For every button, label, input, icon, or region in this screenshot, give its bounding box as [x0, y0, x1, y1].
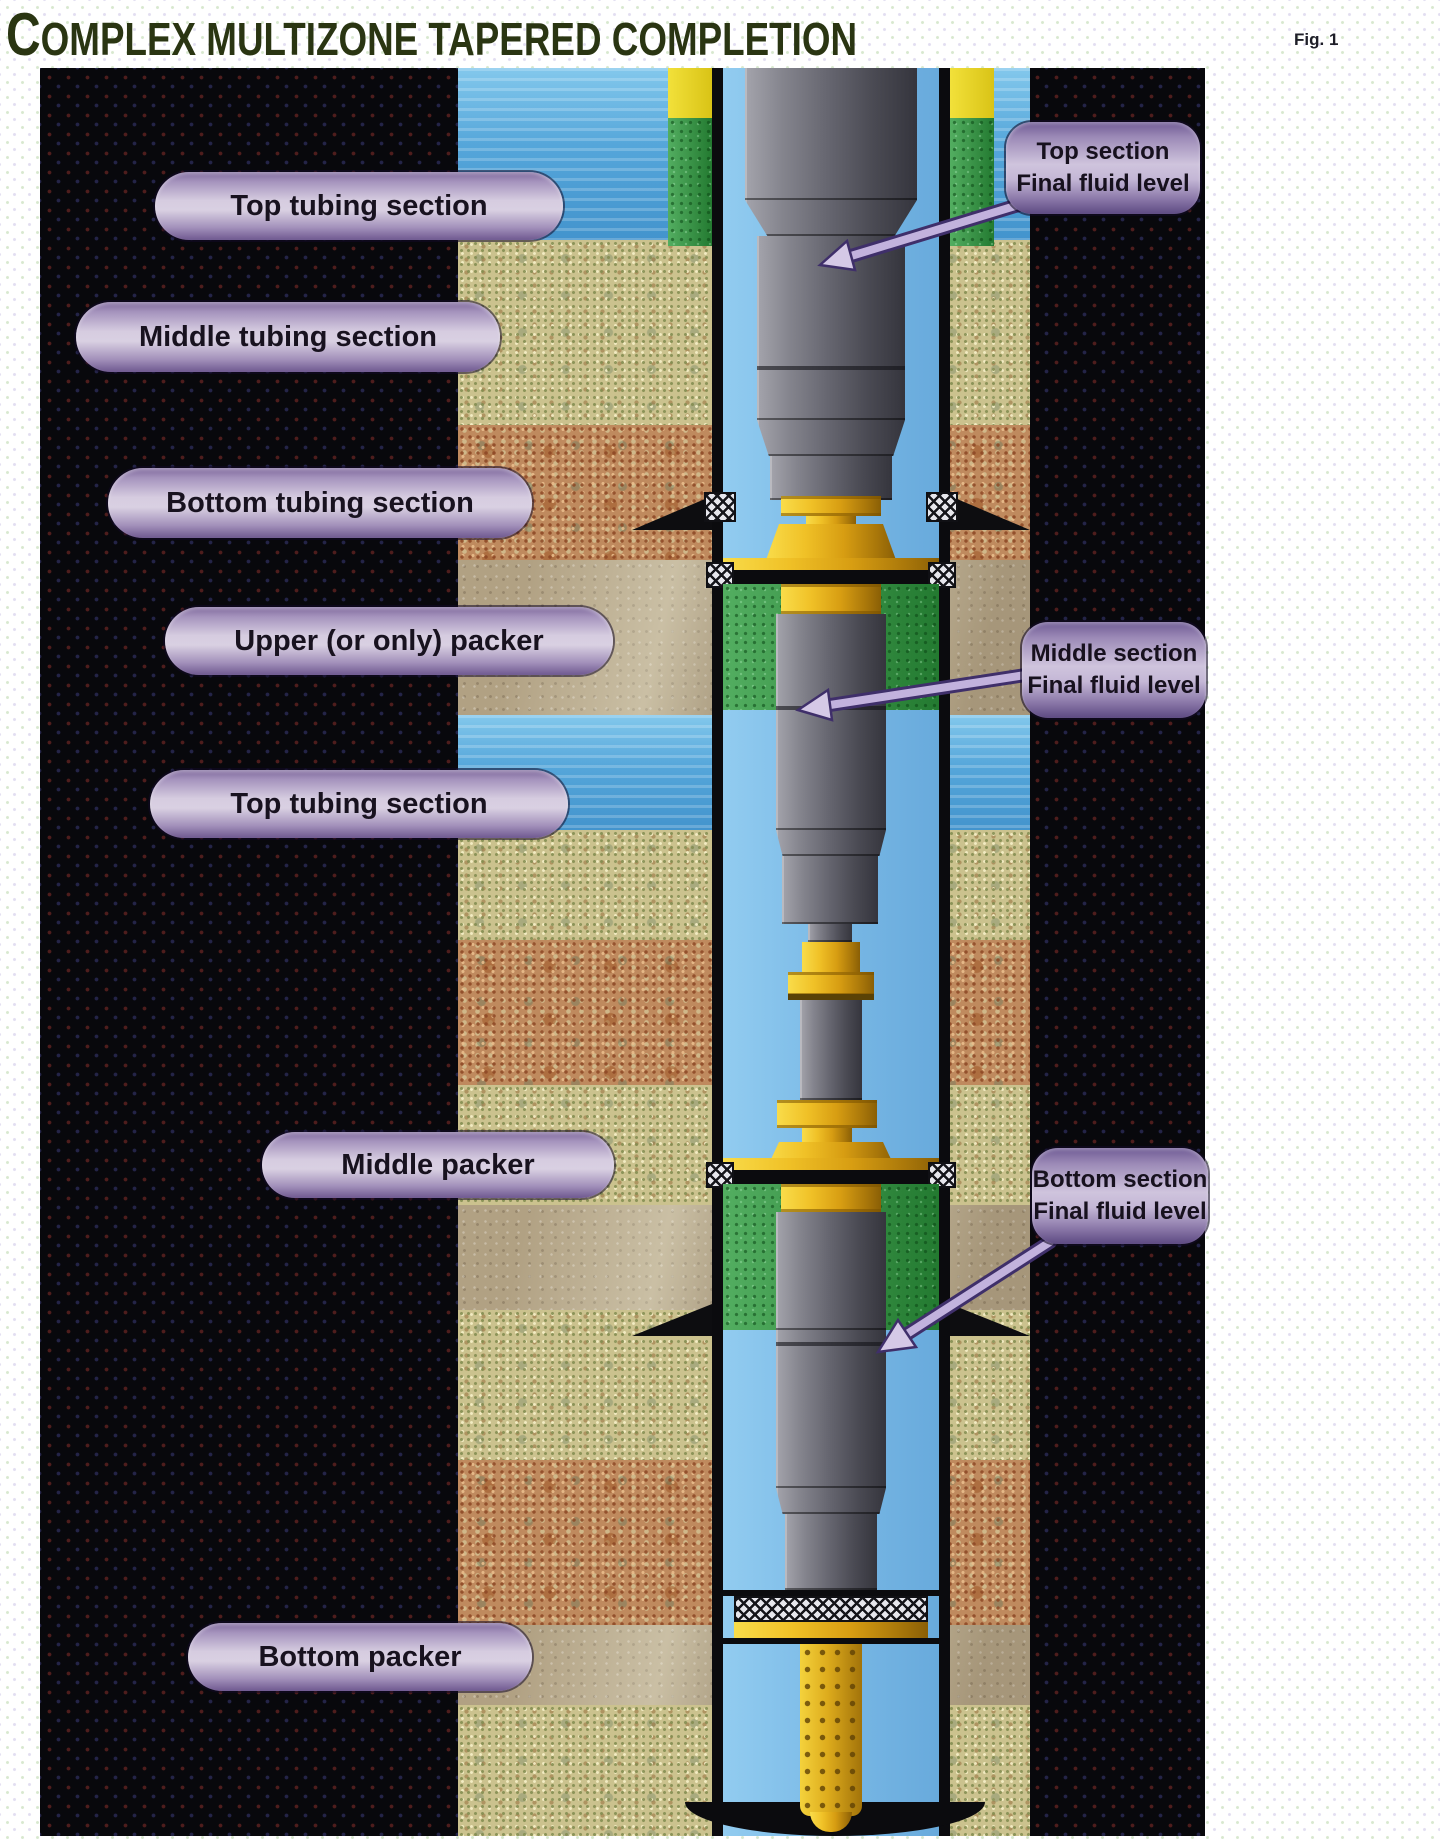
tubing-mid-neck	[808, 924, 852, 942]
bottom-packer-element	[734, 1622, 928, 1638]
tailpipe-tip	[810, 1812, 852, 1832]
label-top-tubing-section-2: Top tubing section	[150, 770, 568, 838]
callout-line2: Final fluid level	[1016, 170, 1190, 197]
perforated-tailpipe	[800, 1644, 862, 1816]
callout-line1: Middle section	[1030, 640, 1198, 667]
callout-line2: Final fluid level	[1033, 1198, 1207, 1225]
figure-reference: Fig. 1	[1294, 30, 1339, 49]
middle-packer-seal-right	[928, 1162, 956, 1188]
upper-packer-element	[723, 558, 939, 570]
middle-packer-top-sub	[777, 1100, 877, 1128]
tubing-joint-ring	[757, 366, 905, 370]
arrow-bottom-fluid-level	[875, 1235, 1057, 1354]
tubing-taper-3	[776, 830, 886, 856]
top-yellow-strip-left	[668, 68, 712, 118]
bottom-packer-bottom-line	[723, 1638, 939, 1644]
label-middle-packer: Middle packer	[262, 1132, 614, 1198]
callout-middle-fluid-level: Middle section Final fluid level	[1022, 622, 1206, 718]
label-text: Bottom packer	[258, 1640, 462, 1673]
upper-packer-hatch-right	[926, 492, 958, 522]
tubing-bot-2	[776, 1330, 886, 1488]
middle-packer-element	[723, 1158, 939, 1170]
tubing-top-section	[745, 68, 917, 200]
tubing-mid-1	[776, 614, 886, 830]
label-text: Top tubing section	[230, 189, 488, 222]
callout-line2: Final fluid level	[1027, 672, 1201, 699]
callout-bottom-fluid-level: Bottom section Final fluid level	[1032, 1148, 1208, 1244]
casing-left	[712, 68, 723, 1836]
callout-line1: Top section	[1036, 138, 1170, 165]
label-text: Middle tubing section	[138, 320, 438, 353]
tubing-bottom-joint	[770, 456, 892, 500]
tubing-taper-4	[776, 1488, 886, 1514]
label-top-tubing-section: Top tubing section	[155, 172, 563, 240]
middle-packer-body	[712, 1170, 950, 1184]
upper-packer-body	[712, 570, 950, 584]
middle-packer-seal-left	[706, 1162, 734, 1188]
top-green-strip-left	[668, 118, 712, 246]
upper-packer-top-sub	[781, 496, 881, 516]
arrow-middle-fluid-level	[795, 665, 1052, 722]
tubing-mid-2	[782, 856, 878, 924]
tubing-bot-3	[785, 1514, 877, 1590]
upper-packer-hatch-left	[704, 492, 736, 522]
tubing-bot-1	[776, 1212, 886, 1330]
bottom-section-crossover	[781, 1184, 881, 1212]
top-yellow-strip-right	[950, 68, 994, 118]
completion-diagram	[40, 68, 1205, 1836]
middle-packer-neck	[802, 1128, 852, 1144]
tubing-taper-1	[745, 200, 917, 236]
label-text: Top tubing section	[230, 787, 488, 820]
upper-packer-cone	[766, 524, 896, 560]
label-upper-packer: Upper (or only) packer	[165, 607, 613, 675]
mid-gold-sub	[788, 972, 874, 996]
label-text: Middle packer	[341, 1148, 535, 1181]
upper-packer-seal-right	[928, 562, 956, 588]
mid-gold-ring	[788, 994, 874, 1000]
label-text: Upper (or only) packer	[234, 624, 544, 657]
callout-top-fluid-level: Top section Final fluid level	[1006, 122, 1200, 214]
page-title: COMPLEX MULTIZONE TAPERED COMPLETION	[6, 1, 858, 68]
tubing-taper-2	[757, 420, 905, 456]
bottom-packer-hatch	[734, 1596, 928, 1622]
middle-section-crossover	[781, 584, 881, 614]
callout-line1: Bottom section	[1032, 1166, 1208, 1193]
tubing-joint-ring-3	[776, 1342, 886, 1346]
upper-packer-seal-left	[706, 562, 734, 588]
arrow-top-fluid-level	[817, 193, 1042, 272]
bottom-packer-top-line	[723, 1590, 939, 1596]
label-middle-tubing-section: Middle tubing section	[76, 302, 500, 372]
casing-right	[939, 68, 950, 1836]
label-text: Bottom tubing section	[166, 486, 474, 519]
mid-gold-nipple	[802, 942, 860, 972]
label-bottom-tubing-section: Bottom tubing section	[108, 468, 532, 538]
tubing-mid-3	[800, 1000, 862, 1100]
label-bottom-packer: Bottom packer	[188, 1623, 532, 1691]
